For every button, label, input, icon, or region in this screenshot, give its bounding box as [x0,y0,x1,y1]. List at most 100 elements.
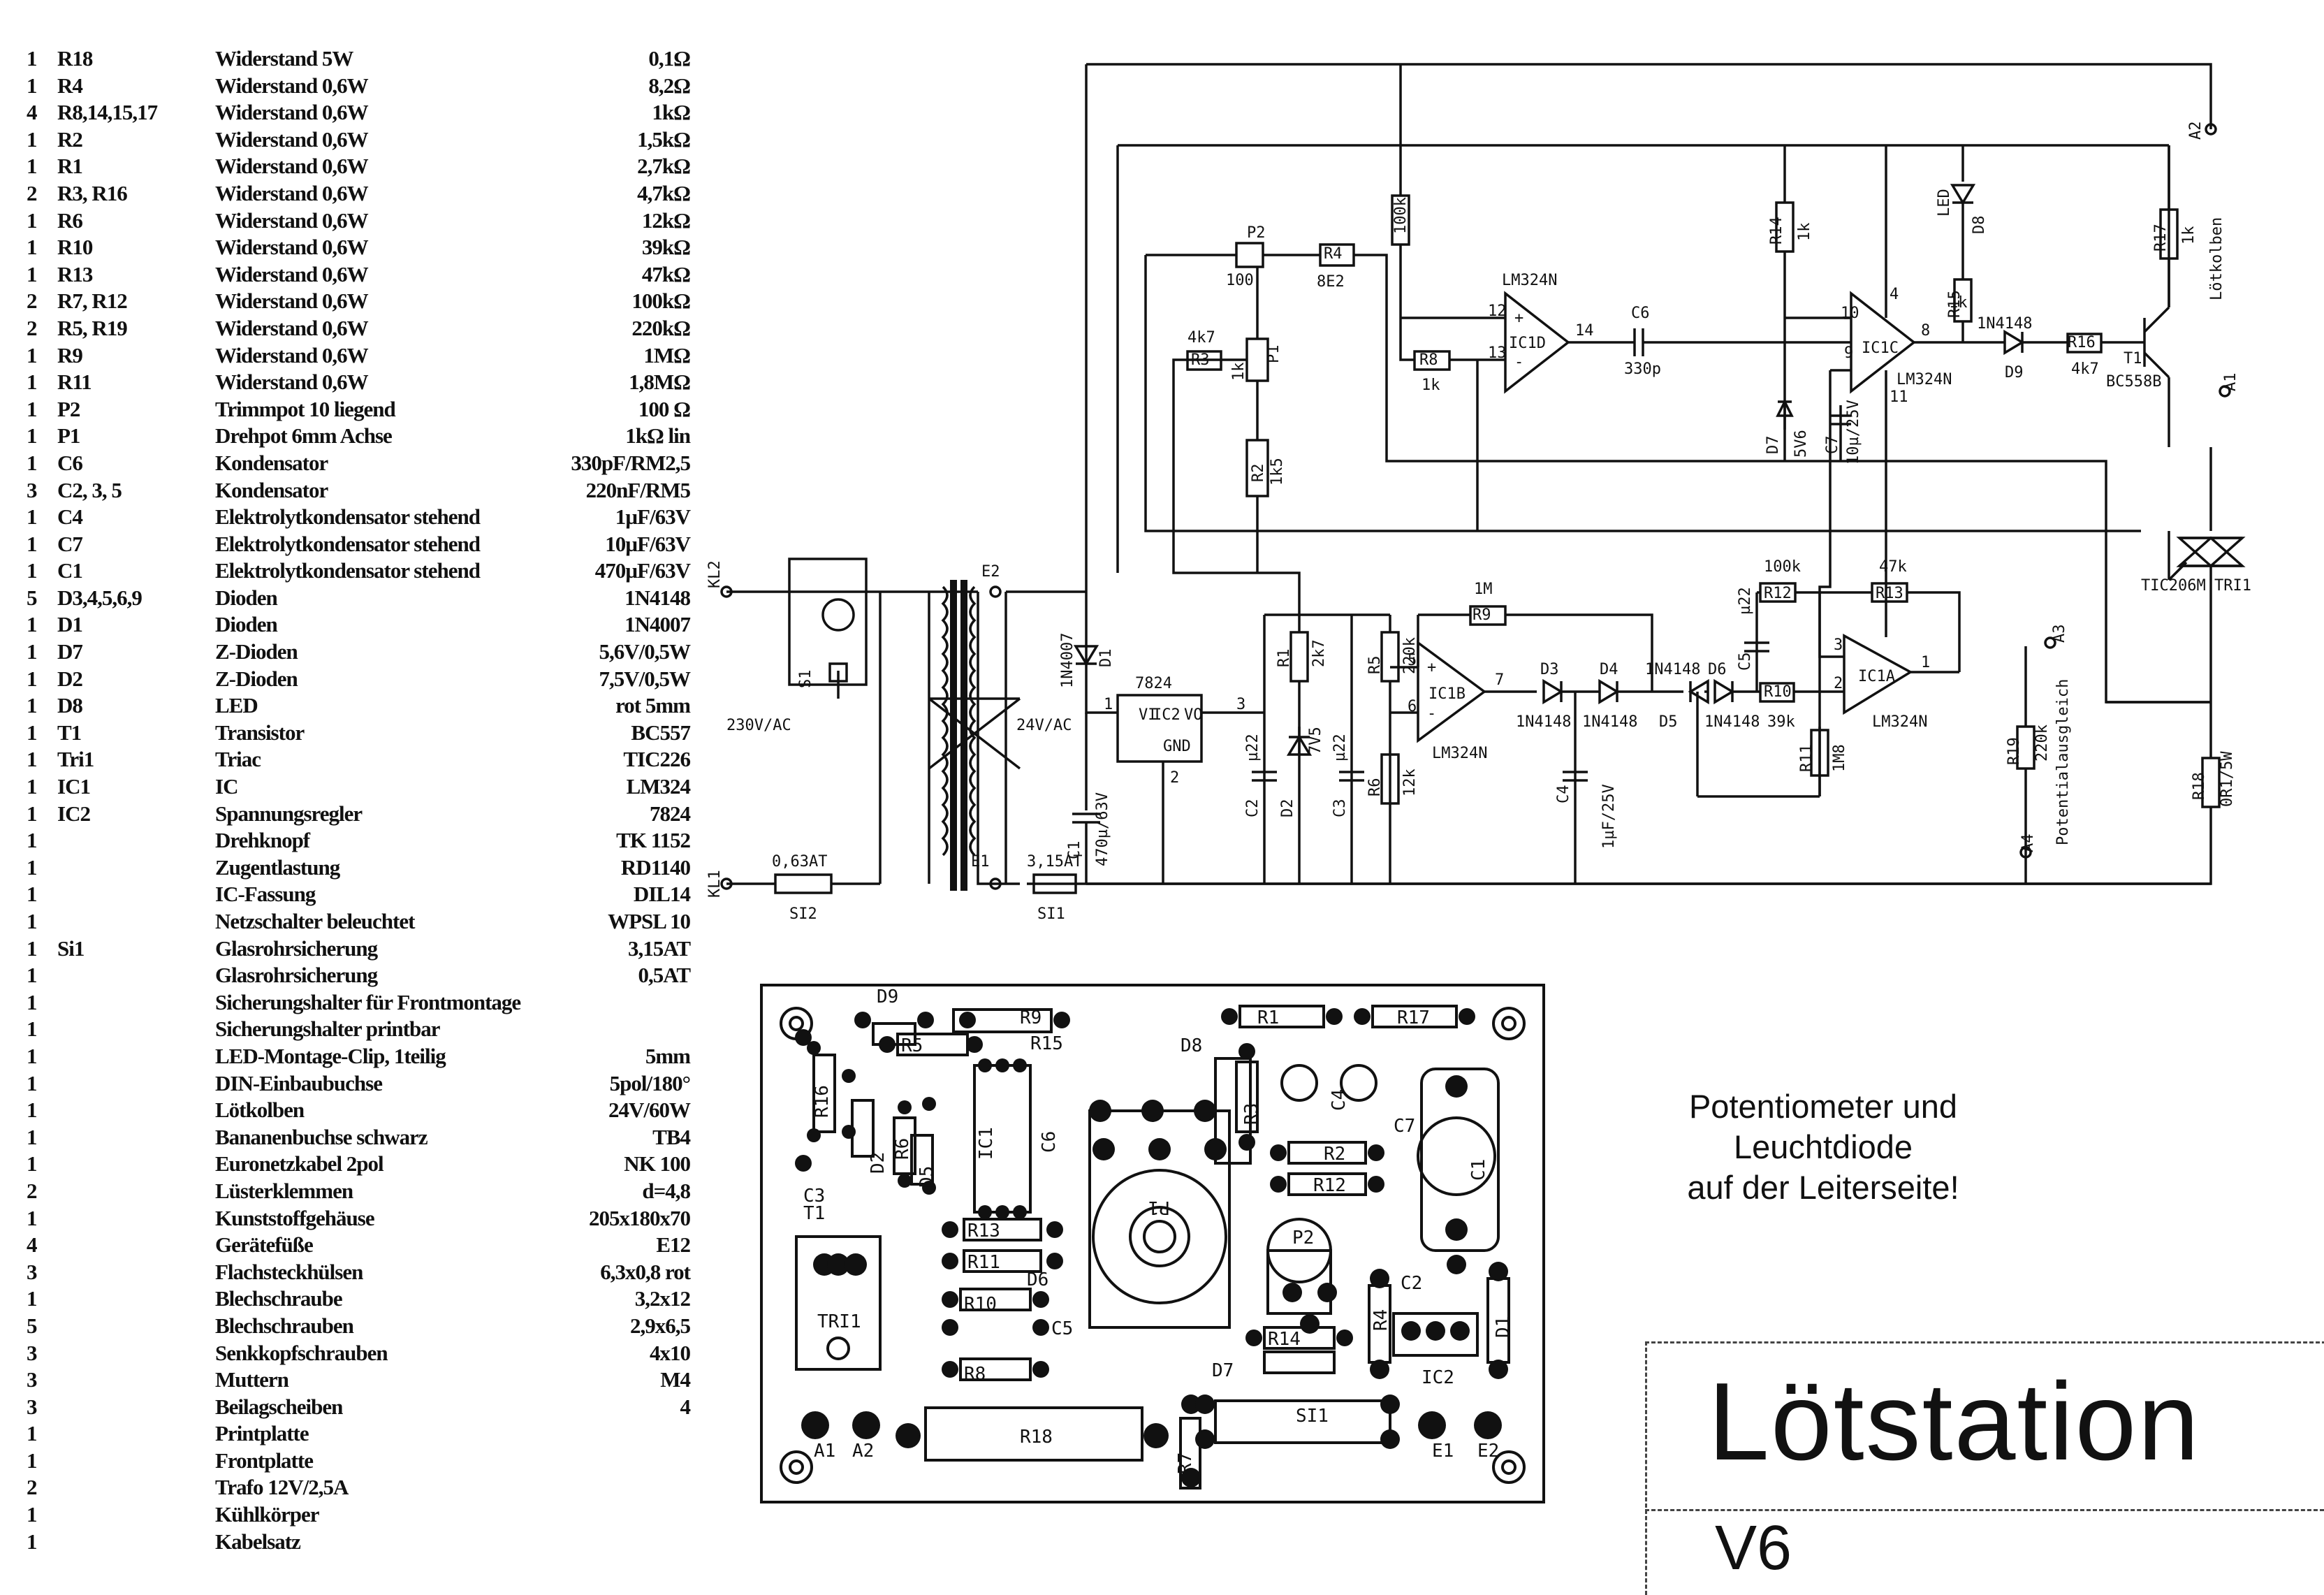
d1-part: 1N4007 [1059,633,1076,688]
ic1a-pin2: 2 [1834,675,1843,692]
part-qty: 3 [27,1367,37,1392]
loetkolben-label: Lötkolben [2208,217,2226,300]
part-qty: 1 [27,801,37,826]
part-qty: 1 [27,531,37,556]
part-value: 1,5kΩ [637,126,691,152]
c7-value: 10µ/25V [1845,400,1862,465]
r18-ref: R18 [2191,772,2208,800]
d4-ref: D4 [1600,661,1618,678]
part-qty: 1 [27,1286,37,1311]
part-qty: 2 [27,1475,37,1500]
r13-value: 47k [1879,558,1907,576]
r2-value: 1k5 [1269,458,1286,486]
ic1d-pin14: 14 [1575,322,1594,340]
pcb-label: R4 [1371,1309,1391,1331]
reg-gnd: GND [1163,738,1191,755]
part-qty: 1 [27,1205,37,1230]
ic1d-pin12: 12 [1488,303,1507,320]
part-value: 39kΩ [641,235,691,260]
r6-value: 12k [1401,769,1419,796]
part-ref: R1 [57,154,83,179]
part-description: Elektrolytkondensator stehend [215,531,481,556]
part-value: 4,7kΩ [637,180,691,205]
part-description: Euronetzkabel 2pol [215,1151,384,1177]
pcb-label: C3 [803,1186,825,1207]
part-description: Widerstand 0,6W [215,261,369,286]
ic1b-plus: + [1427,659,1436,676]
part-qty: 2 [27,289,37,314]
note-line-1: Potentiometer und Leuchtdiode [1688,1088,1958,1165]
ic1b-pin7: 7 [1495,671,1504,689]
part-description: Sicherungshalter printbar [215,1017,440,1042]
part-qty: 3 [27,477,37,502]
pcb-label: R11 [967,1252,1000,1273]
d3-part: 1N4148 [1516,713,1571,731]
r4-value: 8E2 [1317,273,1345,291]
r10-ref: R10 [1764,683,1792,701]
pcb-label: D9 [877,986,898,1007]
part-description: Spannungsregler [215,801,363,826]
c2-value: µ22 [1244,734,1262,762]
part-description: Z-Dioden [215,666,298,691]
fuse-secondary-ref: SI1 [1037,905,1065,923]
c2-ref: C2 [1244,799,1262,818]
part-value: 5mm [645,1043,691,1068]
pcb-label: R18 [1020,1427,1053,1448]
part-description: DIN-Einbaubuchse [215,1070,383,1095]
e1-label: E1 [971,853,990,871]
r3-ref: R3 [1191,351,1210,369]
part-description: Elektrolytkondensator stehend [215,558,481,583]
part-qty: 1 [27,693,37,718]
pcb-label: T1 [803,1203,825,1224]
triac-ref: TRI1 [2214,577,2251,595]
part-qty: 1 [27,854,37,880]
part-ref: R4 [57,73,83,98]
r9-value: 1M [1474,581,1493,598]
part-qty: 1 [27,342,37,367]
pcb-label: TRI1 [817,1311,861,1332]
part-qty: 1 [27,423,37,449]
part-qty: 1 [27,235,37,260]
part-ref: D2 [57,666,83,691]
r19-value: 220k [2033,724,2051,762]
pcb-label: R10 [964,1294,997,1315]
part-value: 7824 [650,801,691,826]
part-qty: 3 [27,1340,37,1365]
part-description: Muttern [215,1367,289,1392]
d7-ref: D7 [1764,436,1782,455]
ic1c-ref: IC1C [1862,340,1899,357]
part-value: 100 Ω [638,396,691,421]
part-qty: 1 [27,207,37,233]
part-ref: T1 [57,720,82,745]
part-ref: C7 [57,531,83,556]
d6-ref: D6 [1708,661,1727,678]
d2-ref: D2 [1279,799,1296,818]
part-value: 3,15AT [627,935,691,961]
ic1d-part: LM324N [1502,272,1557,289]
part-description: Lötkolben [215,1098,305,1123]
part-ref: R2 [57,126,83,152]
r9-ref: R9 [1472,606,1491,624]
part-description: Triac [215,747,261,772]
ic1a-pin1: 1 [1921,654,1930,671]
switch-ref: S1 [797,670,814,689]
title-main: Lötstation [1708,1360,2201,1483]
pcb-label: C5 [1051,1318,1073,1339]
d6-part: 1N4148 [1704,713,1760,731]
